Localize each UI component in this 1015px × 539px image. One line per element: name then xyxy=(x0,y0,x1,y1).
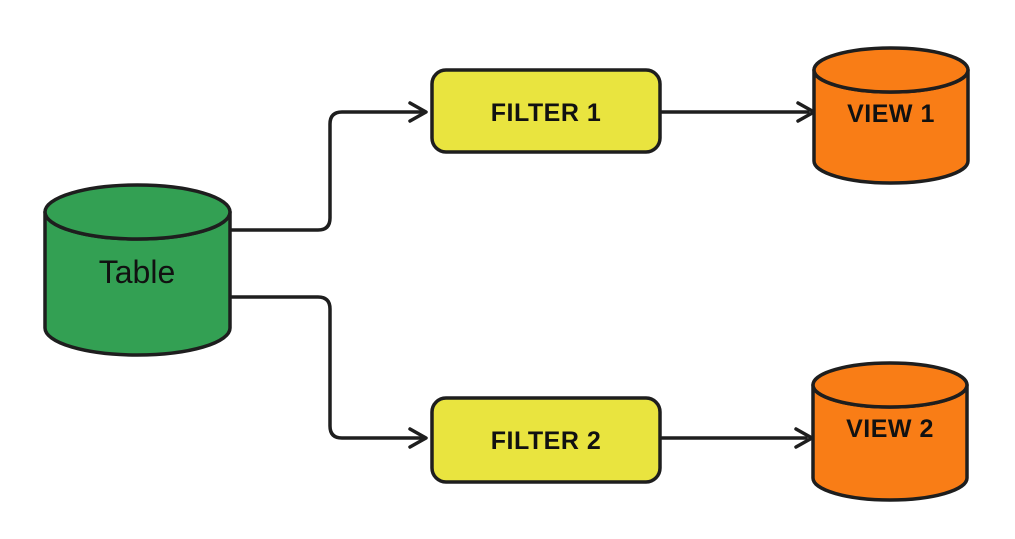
edge-table-to-filter1 xyxy=(228,101,428,232)
view2-label: VIEW 2 xyxy=(846,415,934,443)
arrowhead-filter2-icon xyxy=(408,427,428,449)
table-cylinder-top xyxy=(43,183,232,241)
filter1-label: FILTER 1 xyxy=(491,99,601,127)
view2-cylinder-top xyxy=(811,361,969,409)
filter2-label: FILTER 2 xyxy=(491,427,601,455)
edge-table-to-filter2 xyxy=(228,295,428,449)
edge-filter2-to-view2 xyxy=(660,427,814,449)
arrowhead-filter1-icon xyxy=(408,101,428,123)
node-view1: VIEW 1 xyxy=(812,46,970,185)
filter2-box xyxy=(430,396,662,484)
node-filter1: FILTER 1 xyxy=(430,68,662,154)
table-label: Table xyxy=(99,254,176,290)
view1-cylinder-top xyxy=(812,46,970,94)
filter1-box xyxy=(430,68,662,154)
view1-label: VIEW 1 xyxy=(847,100,935,128)
node-view2: VIEW 2 xyxy=(811,361,969,502)
edge-filter1-to-view1 xyxy=(660,101,816,123)
node-filter2: FILTER 2 xyxy=(430,396,662,484)
node-table: Table xyxy=(43,183,232,357)
